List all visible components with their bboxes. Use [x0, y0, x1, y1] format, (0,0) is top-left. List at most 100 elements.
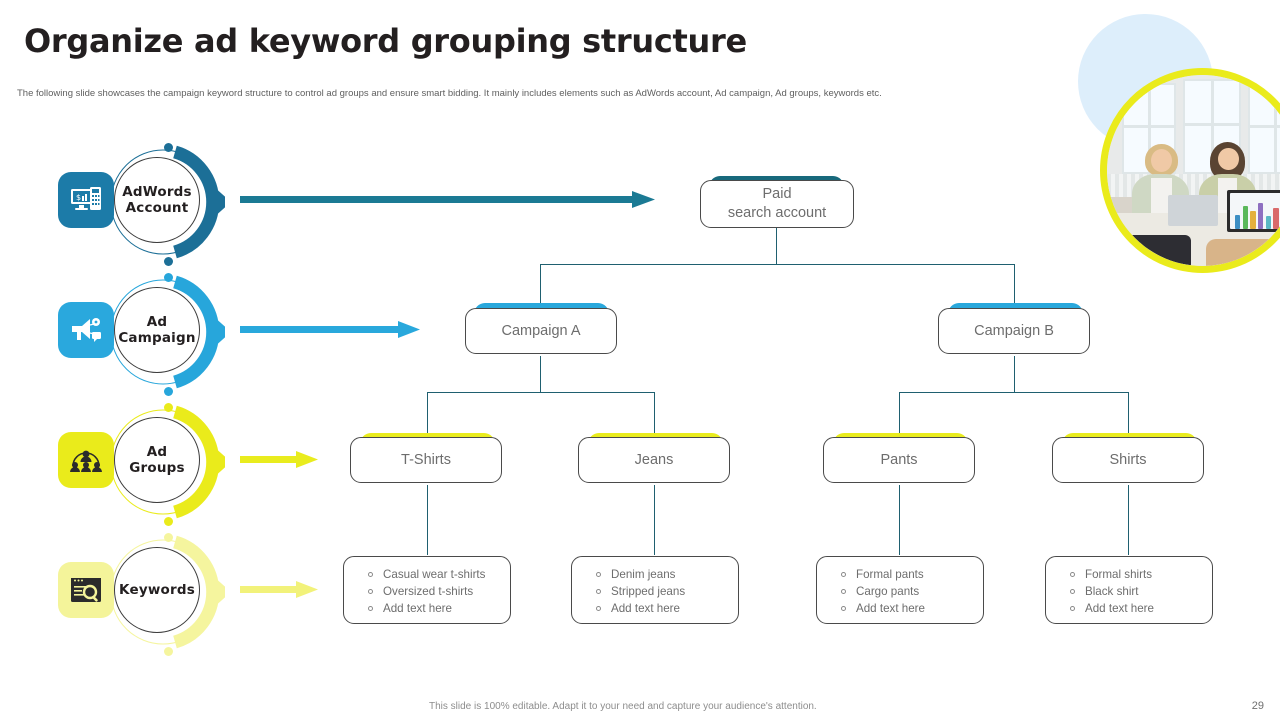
connector-campaign-a-down: [540, 356, 541, 393]
keyword-list-jeans[interactable]: Denim jeans Stripped jeans Add text here: [571, 556, 739, 624]
bullet-icon: [841, 572, 846, 577]
team-photo-ring: [1100, 68, 1280, 273]
connector-campaign-b-down: [1014, 356, 1015, 393]
node-campaign-a[interactable]: Campaign A: [465, 308, 617, 354]
keyword-text: Formal shirts: [1085, 568, 1152, 581]
keyword-text: Black shirt: [1085, 585, 1139, 598]
adwords-account-circle[interactable]: AdWords Account: [114, 157, 200, 243]
root-node-label: Paid search account: [728, 185, 826, 223]
list-item[interactable]: Add text here: [831, 600, 983, 617]
footer-note: This slide is 100% editable. Adapt it to…: [429, 701, 817, 712]
campaign-b-label: Campaign B: [974, 322, 1054, 339]
adgroups-dot-top: [164, 403, 173, 412]
keyword-text: Add text here: [383, 602, 452, 615]
node-adgroup-tshirts[interactable]: T-Shirts: [350, 437, 502, 483]
connector-adgroup-bus-b: [899, 392, 1128, 393]
connector-to-campaign-b: [1014, 264, 1015, 306]
keyword-search-icon: [58, 562, 114, 618]
connector-to-campaign-a: [540, 264, 541, 306]
keywords-ring-arc: [110, 535, 225, 649]
bullet-icon: [841, 606, 846, 611]
adwords-label-line2: Account: [125, 200, 189, 216]
adgroups-label-line2: Groups: [129, 460, 185, 476]
keywords-circle[interactable]: Keywords: [114, 547, 200, 633]
list-item[interactable]: Add text here: [358, 600, 510, 617]
node-adgroup-shirts[interactable]: Shirts: [1052, 437, 1204, 483]
bullet-icon: [1070, 572, 1075, 577]
list-item[interactable]: Add text here: [1060, 600, 1212, 617]
ad-groups-label: Ad Groups: [129, 444, 185, 476]
list-item[interactable]: Denim jeans: [586, 566, 738, 583]
ad-campaign-label: Ad Campaign: [118, 314, 195, 346]
ad-campaign-ring-arc: [110, 275, 225, 389]
ad-campaign-circle[interactable]: Ad Campaign: [114, 287, 200, 373]
connector-to-shirts: [1128, 392, 1129, 436]
list-item[interactable]: Casual wear t-shirts: [358, 566, 510, 583]
campaign-label-line1: Ad: [146, 314, 168, 330]
connector-shirts-to-keywords: [1128, 485, 1129, 555]
bullet-icon: [368, 589, 373, 594]
connector-jeans-to-keywords: [654, 485, 655, 555]
keyword-list-pants[interactable]: Formal pants Cargo pants Add text here: [816, 556, 984, 624]
keywords-dot-bottom: [164, 647, 173, 656]
connector-tshirts-to-keywords: [427, 485, 428, 555]
keyword-text: Add text here: [611, 602, 680, 615]
adgroup-pants-label: Pants: [880, 451, 918, 468]
campaign-dot-bottom: [164, 387, 173, 396]
campaign-dot-top: [164, 273, 173, 282]
list-item[interactable]: Black shirt: [1060, 583, 1212, 600]
page-number: 29: [1251, 700, 1264, 712]
list-item[interactable]: Add text here: [586, 600, 738, 617]
ad-groups-circle[interactable]: Ad Groups: [114, 417, 200, 503]
adgroup-shirts-label: Shirts: [1109, 451, 1147, 468]
node-paid-search-account[interactable]: Paid search account: [700, 180, 854, 228]
connector-root-down: [776, 228, 777, 265]
keyword-list-tshirts[interactable]: Casual wear t-shirts Oversized t-shirts …: [343, 556, 511, 624]
adwords-dot-top: [164, 143, 173, 152]
bullet-icon: [368, 606, 373, 611]
keyword-text: Denim jeans: [611, 568, 676, 581]
campaign-label-line2: Campaign: [118, 330, 196, 346]
bullet-icon: [368, 572, 373, 577]
team-photo-image: [1107, 75, 1280, 266]
people-group-icon: [58, 432, 114, 488]
list-item[interactable]: Formal pants: [831, 566, 983, 583]
keyword-text: Add text here: [856, 602, 925, 615]
bullet-icon: [1070, 589, 1075, 594]
keyword-text: Add text here: [1085, 602, 1154, 615]
connector-to-tshirts: [427, 392, 428, 436]
list-item[interactable]: Formal shirts: [1060, 566, 1212, 583]
adwords-label-line1: AdWords: [122, 184, 192, 200]
keyword-text: Stripped jeans: [611, 585, 686, 598]
adwords-dot-bottom: [164, 257, 173, 266]
campaign-connector-arrow: [240, 321, 420, 338]
bullet-icon: [596, 572, 601, 577]
keyword-text: Formal pants: [856, 568, 924, 581]
svg-text:$: $: [76, 193, 81, 202]
adgroups-dot-bottom: [164, 517, 173, 526]
connector-adgroup-bus-a: [427, 392, 655, 393]
keywords-label: Keywords: [119, 582, 195, 598]
list-item[interactable]: Oversized t-shirts: [358, 583, 510, 600]
adwords-connector-arrow: [240, 191, 655, 208]
keywords-connector-arrow: [240, 581, 318, 598]
bullet-icon: [596, 606, 601, 611]
node-campaign-b[interactable]: Campaign B: [938, 308, 1090, 354]
page-subtitle: The following slide showcases the campai…: [17, 88, 882, 99]
connector-to-jeans: [654, 392, 655, 436]
list-item[interactable]: Stripped jeans: [586, 583, 738, 600]
connector-pants-to-keywords: [899, 485, 900, 555]
node-adgroup-pants[interactable]: Pants: [823, 437, 975, 483]
adgroups-connector-arrow: [240, 451, 318, 468]
root-line1: Paid: [762, 186, 792, 202]
monitor-dollar-icon: $: [58, 172, 114, 228]
list-item[interactable]: Cargo pants: [831, 583, 983, 600]
keyword-text: Oversized t-shirts: [383, 585, 474, 598]
bullet-icon: [596, 589, 601, 594]
keyword-list-shirts[interactable]: Formal shirts Black shirt Add text here: [1045, 556, 1213, 624]
campaign-a-label: Campaign A: [501, 322, 581, 339]
node-adgroup-jeans[interactable]: Jeans: [578, 437, 730, 483]
adgroups-label-line1: Ad: [146, 444, 168, 460]
bullet-icon: [1070, 606, 1075, 611]
